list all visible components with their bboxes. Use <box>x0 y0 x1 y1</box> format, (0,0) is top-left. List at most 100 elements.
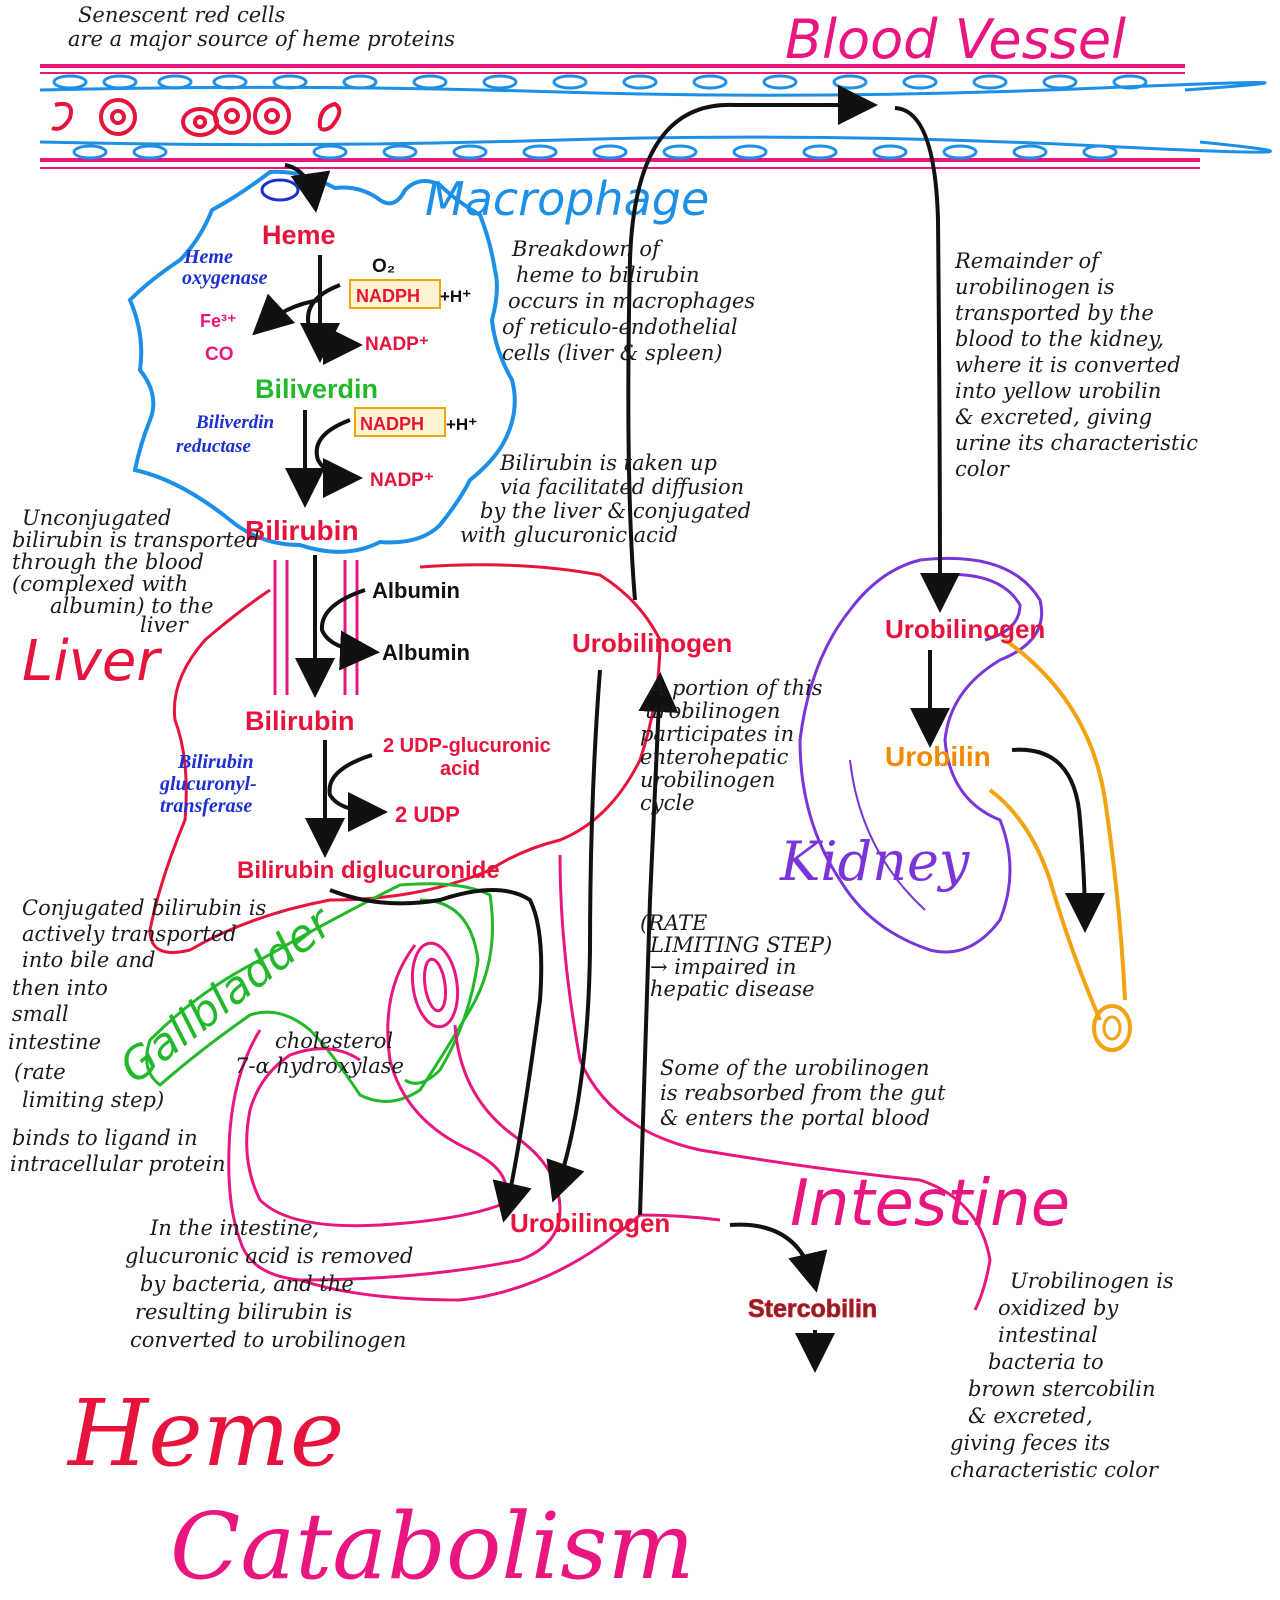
gallbladder <box>145 882 494 1103</box>
note-line: & excreted, giving <box>955 405 1152 429</box>
title-line-2: Catabolism <box>170 1493 695 1600</box>
macrophage-label: Macrophage <box>425 172 709 226</box>
udp-glucuronic-label: 2 UDP-glucuronic <box>383 735 551 757</box>
note-line: intestine <box>8 1030 101 1054</box>
biliverdin-reductase-label: reductase <box>176 436 252 457</box>
note-line: intracellular protein <box>10 1152 226 1176</box>
note-line: Bilirubin is taken up <box>499 451 717 475</box>
note-line: via facilitated diffusion <box>500 475 744 499</box>
note-line: Conjugated bilirubin is <box>22 896 266 920</box>
albumin-label: Albumin <box>372 578 460 603</box>
arrow-fe-co <box>252 293 321 336</box>
bilirubin-label: Bilirubin <box>245 515 359 546</box>
note-unconjugated: Unconjugated bilirubin is transported th… <box>12 506 259 637</box>
note-reabsorbed: Some of the urobilinogen is reabsorbed f… <box>660 1056 946 1130</box>
note-line: through the blood <box>12 550 204 574</box>
note-line: blood to the kidney, <box>955 327 1164 351</box>
note-line: occurs in macrophages <box>508 289 755 313</box>
arrow-nadph-1 <box>306 283 363 365</box>
nadph-burst <box>354 407 446 437</box>
endothelial-cells-top <box>39 74 1267 97</box>
note-line: albumin) to the <box>50 594 213 618</box>
udp-glucuronic-label: acid <box>440 758 480 780</box>
nadph-label: NADPH <box>360 414 424 434</box>
albumin-transport: Albumin Albumin <box>273 555 470 698</box>
note-oxidized: Urobilinogen is oxidized by intestinal b… <box>950 1269 1174 1482</box>
urobilin-label: Urobilin <box>885 741 991 772</box>
heme-oxygenase-label: Heme <box>183 246 233 268</box>
note-line: then into <box>12 976 108 1000</box>
note-line: cholesterol <box>275 1029 393 1053</box>
note-line: brown stercobilin <box>968 1377 1156 1401</box>
nadp-label: NADP⁺ <box>365 334 429 355</box>
bilirubin-diglucuronide-label: Bilirubin diglucuronide <box>237 857 500 884</box>
intestine-label: Intestine <box>790 1167 1070 1241</box>
blood-vessel: Blood Vessel <box>39 8 1272 169</box>
note-line: urobilinogen is <box>955 275 1115 299</box>
note-line: actively transported <box>22 922 237 946</box>
o2-label: O₂ <box>372 256 395 277</box>
note-line: into yellow urobilin <box>955 379 1161 403</box>
note-line: Senescent red cells <box>78 3 286 27</box>
urobilinogen-intestine-label: Urobilinogen <box>510 1208 670 1238</box>
note-line: characteristic color <box>950 1458 1160 1482</box>
note-line: Some of the urobilinogen <box>660 1056 930 1080</box>
udp-label: 2 UDP <box>395 802 460 827</box>
note-line: are a major source of heme proteins <box>68 27 455 51</box>
note-line: → impaired in <box>650 955 796 979</box>
note-conjugated: Conjugated bilirubin is actively transpo… <box>8 896 266 1176</box>
note-line: urine its characteristic <box>955 431 1198 455</box>
biliverdin-reductase-label: Biliverdin <box>195 412 274 433</box>
note-line: enterohepatic <box>640 745 789 769</box>
note-line: color <box>955 457 1011 481</box>
flow-arrows <box>284 85 1105 1373</box>
nadp-label: NADP⁺ <box>370 470 434 491</box>
heme-oxygenase-label: oxygenase <box>182 267 268 289</box>
h-plus-label: +H⁺ <box>440 287 471 306</box>
note-line: (complexed with <box>12 572 188 596</box>
note-line: glucuronic acid is removed <box>125 1244 413 1268</box>
note-line: (RATE <box>640 911 707 935</box>
note-line: transported by the <box>955 301 1154 325</box>
urobilinogen-liver-label: Urobilinogen <box>572 628 732 658</box>
note-line: (rate <box>14 1060 66 1084</box>
note-line: bilirubin is transported <box>12 528 259 552</box>
co-label: CO <box>205 344 234 365</box>
note-line: In the intestine, <box>149 1216 319 1240</box>
note-remainder: Remainder of urobilinogen is transported… <box>954 249 1198 481</box>
note-line: Unconjugated <box>22 506 171 530</box>
note-line: where it is converted <box>955 353 1181 377</box>
note-line: urobilinogen <box>645 699 780 723</box>
note-line: converted to urobilinogen <box>130 1328 406 1352</box>
pathway-conjugation: Bilirubin Bilirubin glucuronyl- transfer… <box>159 706 551 884</box>
note-line: participates in <box>640 722 794 746</box>
note-line: Urobilinogen is <box>1010 1269 1174 1293</box>
kidney <box>798 556 1132 1052</box>
kidney-label: Kidney <box>779 830 971 893</box>
note-intestine-bacteria: In the intestine, glucuronic acid is rem… <box>125 1216 413 1352</box>
note-line: & enters the portal blood <box>660 1106 930 1130</box>
note-line: bacteria to <box>988 1350 1104 1374</box>
note-line: is reabsorbed from the gut <box>660 1081 946 1105</box>
arrow-nadph-2 <box>314 418 363 498</box>
albumin-label: Albumin <box>382 640 470 665</box>
note-line: Breakdown of <box>511 237 663 261</box>
note-line: limiting step) <box>22 1088 164 1112</box>
pathway-heme-to-bilirubin: Heme Heme oxygenase O₂ NADPH +H⁺ NADP⁺ F… <box>176 220 477 546</box>
note-line: LIMITING STEP) <box>649 933 832 957</box>
macrophage-outline <box>127 169 517 554</box>
note-uptake: Bilirubin is taken up via facilitated di… <box>460 451 751 547</box>
note-line: resulting bilirubin is <box>135 1300 353 1324</box>
note-line: of reticulo-endothelial <box>502 315 738 339</box>
note-line: small <box>12 1002 69 1026</box>
note-line: hepatic disease <box>650 977 815 1001</box>
glucuronyltransferase-label: glucuronyl- <box>159 773 257 795</box>
nadph-burst <box>349 279 441 309</box>
glucuronyltransferase-label: Bilirubin <box>177 751 254 773</box>
note-breakdown: Breakdown of heme to bilirubin occurs in… <box>502 237 755 365</box>
note-line: Remainder of <box>954 249 1102 273</box>
urobilinogen-kidney-label: Urobilinogen <box>885 614 1045 644</box>
note-cholesterol: cholesterol 7-α hydroxylase <box>235 1029 404 1078</box>
note-portion: A portion of this urobilinogen participa… <box>640 676 823 815</box>
